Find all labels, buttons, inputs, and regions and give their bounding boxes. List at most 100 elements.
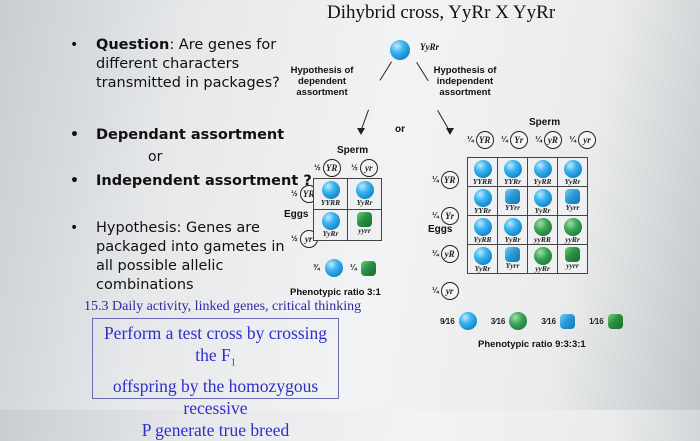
punnett-cell: YyRr [497, 215, 528, 245]
pea-yellow-wrinkled-icon [565, 189, 580, 204]
genotype-label: YyRR [473, 235, 492, 244]
pea-yellow-round-icon [533, 189, 552, 207]
bullet-question: • Question: Are genes for different char… [70, 37, 280, 91]
punnett-cell: yyRr [527, 244, 558, 274]
pea-green-wrinkled-icon [607, 313, 623, 329]
branch-line-left [379, 61, 392, 81]
hypothesis-independent-label: Hypothesis of independent assortment [433, 65, 497, 98]
dep-eggs-label: Eggs [284, 209, 309, 220]
genotype-label: yyrr [566, 261, 579, 270]
punnett-cell: YyRR [527, 157, 558, 187]
bullet-dot: • [70, 220, 79, 236]
genotype-label: yyRr [565, 235, 580, 244]
punnett-cell: Yyrr [557, 186, 588, 216]
punnett-cell: yyrr [557, 244, 588, 274]
punnett-cell: YYRr [467, 186, 498, 216]
genotype-label: YyRr [564, 177, 581, 186]
genotype-label: YyRr [356, 198, 373, 207]
diagram-or-label: or [395, 124, 405, 135]
pea-green-round-icon [563, 218, 582, 236]
punnett-cell: YyRr [527, 186, 558, 216]
note-line-2: offspring by the homozygous recessive [112, 375, 319, 418]
pea-yellow-wrinkled-icon [505, 247, 520, 262]
slide-title: Dihybrid cross, YyRr X YyRr [327, 2, 556, 23]
genotype-label: YYRR [472, 177, 493, 186]
pea-yellow-round-icon [533, 160, 552, 178]
punnett-cell: YYRr [497, 157, 528, 187]
pea-green-wrinkled-icon [357, 212, 372, 227]
pea-yellow-round-icon [321, 212, 340, 230]
arrowhead-icon [446, 128, 454, 135]
punnett-cell: yyrr [347, 209, 382, 241]
genotype-label: YyRR [533, 177, 552, 186]
bullet-dot: • [70, 173, 79, 189]
genotype-label: Yyrr [565, 203, 580, 212]
pea-green-round-icon [533, 218, 552, 236]
punnett-cell: YyRr [347, 178, 382, 210]
note-line-3: P generate true breed [141, 419, 290, 440]
dep-pheno-1: ¾ [313, 263, 320, 272]
pea-green-round-icon [509, 312, 528, 330]
note-line-1: Perform a test cross by crossing the F1 [103, 323, 328, 369]
genotype-label: yyrr [358, 226, 371, 235]
pea-yellow-round-icon [458, 312, 477, 330]
pea-yellow-round-icon [473, 189, 492, 207]
punnett-cell: YYRR [313, 178, 348, 210]
bullet-dot: • [70, 37, 79, 53]
pea-yellow-round-icon [503, 160, 522, 178]
genotype-label: YYRr [473, 206, 492, 215]
punnett-cell: yyRr [557, 215, 588, 245]
bullet-dot: • [70, 127, 79, 143]
pea-yellow-round-icon [473, 160, 492, 178]
genotype-label: YyRr [474, 264, 491, 273]
bullet-hypothesis: • Hypothesis: Genes are packaged into ga… [70, 220, 285, 293]
pea-yellow-round-icon [473, 218, 492, 236]
pea-yellow-round-icon [503, 218, 522, 236]
punnett-cell: YYrr [497, 186, 528, 216]
punnett-cell: Yyrr [497, 244, 528, 274]
pea-yellow-round-icon [563, 160, 582, 178]
genotype-label: YYRr [503, 177, 522, 186]
bullet-independent: • Independent assortment ? [70, 173, 312, 189]
parent-genotype: YyRr [420, 42, 439, 52]
genotype-label: yyRR [534, 235, 551, 244]
punnett-cell: YyRr [557, 157, 588, 187]
genotype-label: YyRr [504, 235, 521, 244]
genotype-label: YyRr [322, 229, 339, 238]
dep-sperm-label: Sperm [337, 145, 369, 156]
genotype-label: YYrr [505, 203, 520, 212]
pea-green-round-icon [533, 247, 552, 265]
ind-sperm-label: Sperm [529, 117, 561, 128]
dep-pheno-2: ¼ [350, 263, 357, 272]
genotype-label: YYRR [320, 198, 341, 207]
punnett-cell: YyRr [313, 209, 348, 241]
punnett-cell: YyRr [467, 244, 498, 274]
pea-yellow-round-icon [325, 259, 343, 277]
note-box: Perform a test cross by crossing the F1 … [92, 318, 339, 440]
punnett-cell: yyRR [527, 215, 558, 245]
parent-pea-icon [390, 40, 410, 60]
pea-yellow-round-icon [355, 181, 374, 199]
ind-eggs-label: Eggs [428, 224, 453, 235]
genotype-label: Yyrr [505, 261, 520, 270]
dep-ratio-label: Phenotypic ratio 3:1 [290, 287, 381, 298]
punnett-cell: YYRR [467, 157, 498, 187]
subtitle: 15.3 Daily activity, linked genes, criti… [84, 299, 362, 314]
genotype-label: YyRr [534, 206, 551, 215]
pea-yellow-round-icon [473, 247, 492, 265]
pea-green-wrinkled-icon [361, 261, 376, 276]
ind-ratio-label: Phenotypic ratio 9:3:3:1 [478, 339, 586, 350]
pea-yellow-wrinkled-icon [505, 189, 520, 204]
pea-green-wrinkled-icon [565, 247, 580, 262]
pea-yellow-round-icon [321, 181, 340, 199]
or-label: or [148, 149, 163, 165]
